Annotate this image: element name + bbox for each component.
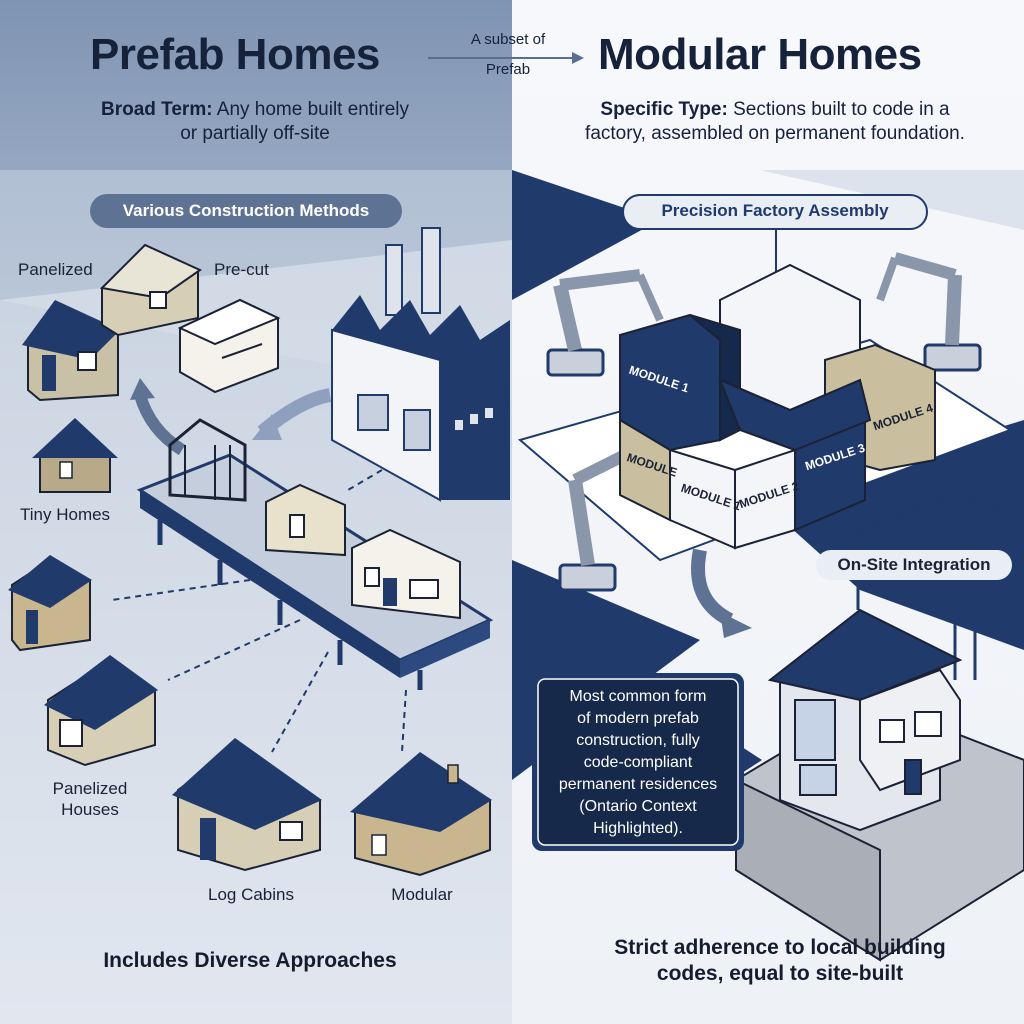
connector-label-line1: A subset of (470, 31, 546, 48)
callout-line-7: Highlighted). (593, 820, 683, 837)
callout-inner (537, 678, 739, 846)
label-tiny-homes: Tiny Homes (20, 505, 111, 524)
right-navy-shape-right (760, 420, 1024, 650)
module-box-small-on-belt (265, 483, 346, 557)
callout-line-1: Most common form (569, 688, 707, 705)
right-subtitle-line2: factory, assembled on permanent foundati… (585, 123, 965, 144)
panelized-house-icon (22, 300, 120, 402)
callout-text: Most common form of modern prefab constr… (542, 686, 734, 840)
tiny-home-icon (32, 418, 118, 493)
label-log-cabins: Log Cabins (207, 885, 294, 904)
left-subtitle: Broad Term: Any home built entirely or p… (60, 98, 450, 146)
shed-house-icon (8, 555, 92, 652)
callout-line-4: code-compliant (583, 754, 693, 771)
label-pre-cut: Pre-cut (214, 260, 269, 279)
factory-building (331, 227, 510, 502)
return-arrow (134, 393, 186, 456)
modular-house-on-foundation (735, 608, 1024, 962)
module-puzzle-blocks (619, 263, 936, 550)
callout-line-3: construction, fully (576, 732, 700, 749)
right-footer-line2: codes, equal to site-built (656, 962, 904, 985)
house-frame-on-belt (168, 418, 247, 502)
callout-line-2: of modern prefab (577, 710, 699, 727)
dashed-arrows (111, 469, 407, 753)
log-cabin-house-icon (172, 738, 322, 872)
label-panelized-houses: Panelized Houses (40, 778, 140, 820)
right-subtitle-term: Specific Type: (600, 99, 728, 120)
right-title: Modular Homes (598, 30, 922, 79)
panelized-houses-icon (44, 655, 158, 767)
left-subtitle-line2: or partially off-site (180, 123, 330, 144)
label-panelized-houses-line1: Panelized (52, 779, 128, 798)
connector-label: A subset of Prefab (454, 31, 562, 79)
callout-pointer (742, 747, 762, 773)
connector-label-line2: Prefab (485, 61, 531, 78)
left-subtitle-line1: Any home built entirely (216, 99, 409, 120)
callout-line-6: (Ontario Context (579, 798, 697, 815)
onsite-pill: On-Site Integration (816, 550, 1012, 580)
right-navy-shape-top (512, 170, 660, 300)
connector-arrowhead (572, 52, 584, 64)
label-panelized: Panelized (18, 260, 93, 279)
callout-line-5: permanent residences (558, 776, 718, 793)
right-subtitle-line1: Sections built to code in a (733, 99, 950, 120)
right-subtitle: Specific Type: Sections built to code in… (540, 98, 1010, 146)
right-footer-line1: Strict adherence to local building (614, 936, 946, 959)
left-subtitle-term: Broad Term: (100, 99, 213, 120)
assembly-pill: Precision Factory Assembly (622, 194, 928, 230)
modular-cabin-icon (350, 752, 492, 877)
module-box-large-on-belt (351, 528, 461, 620)
pre-cut-panel-box-icon (177, 298, 281, 394)
pre-cut-frame-icon (99, 243, 203, 337)
label-modular: Modular (391, 885, 453, 904)
left-title: Prefab Homes (90, 30, 380, 79)
left-footer: Includes Diverse Approaches (103, 949, 397, 972)
methods-pill: Various Construction Methods (90, 194, 402, 228)
right-footer: Strict adherence to local building codes… (560, 935, 1000, 987)
label-panelized-houses-line2: Houses (61, 800, 119, 819)
right-top-band (512, 170, 1024, 230)
